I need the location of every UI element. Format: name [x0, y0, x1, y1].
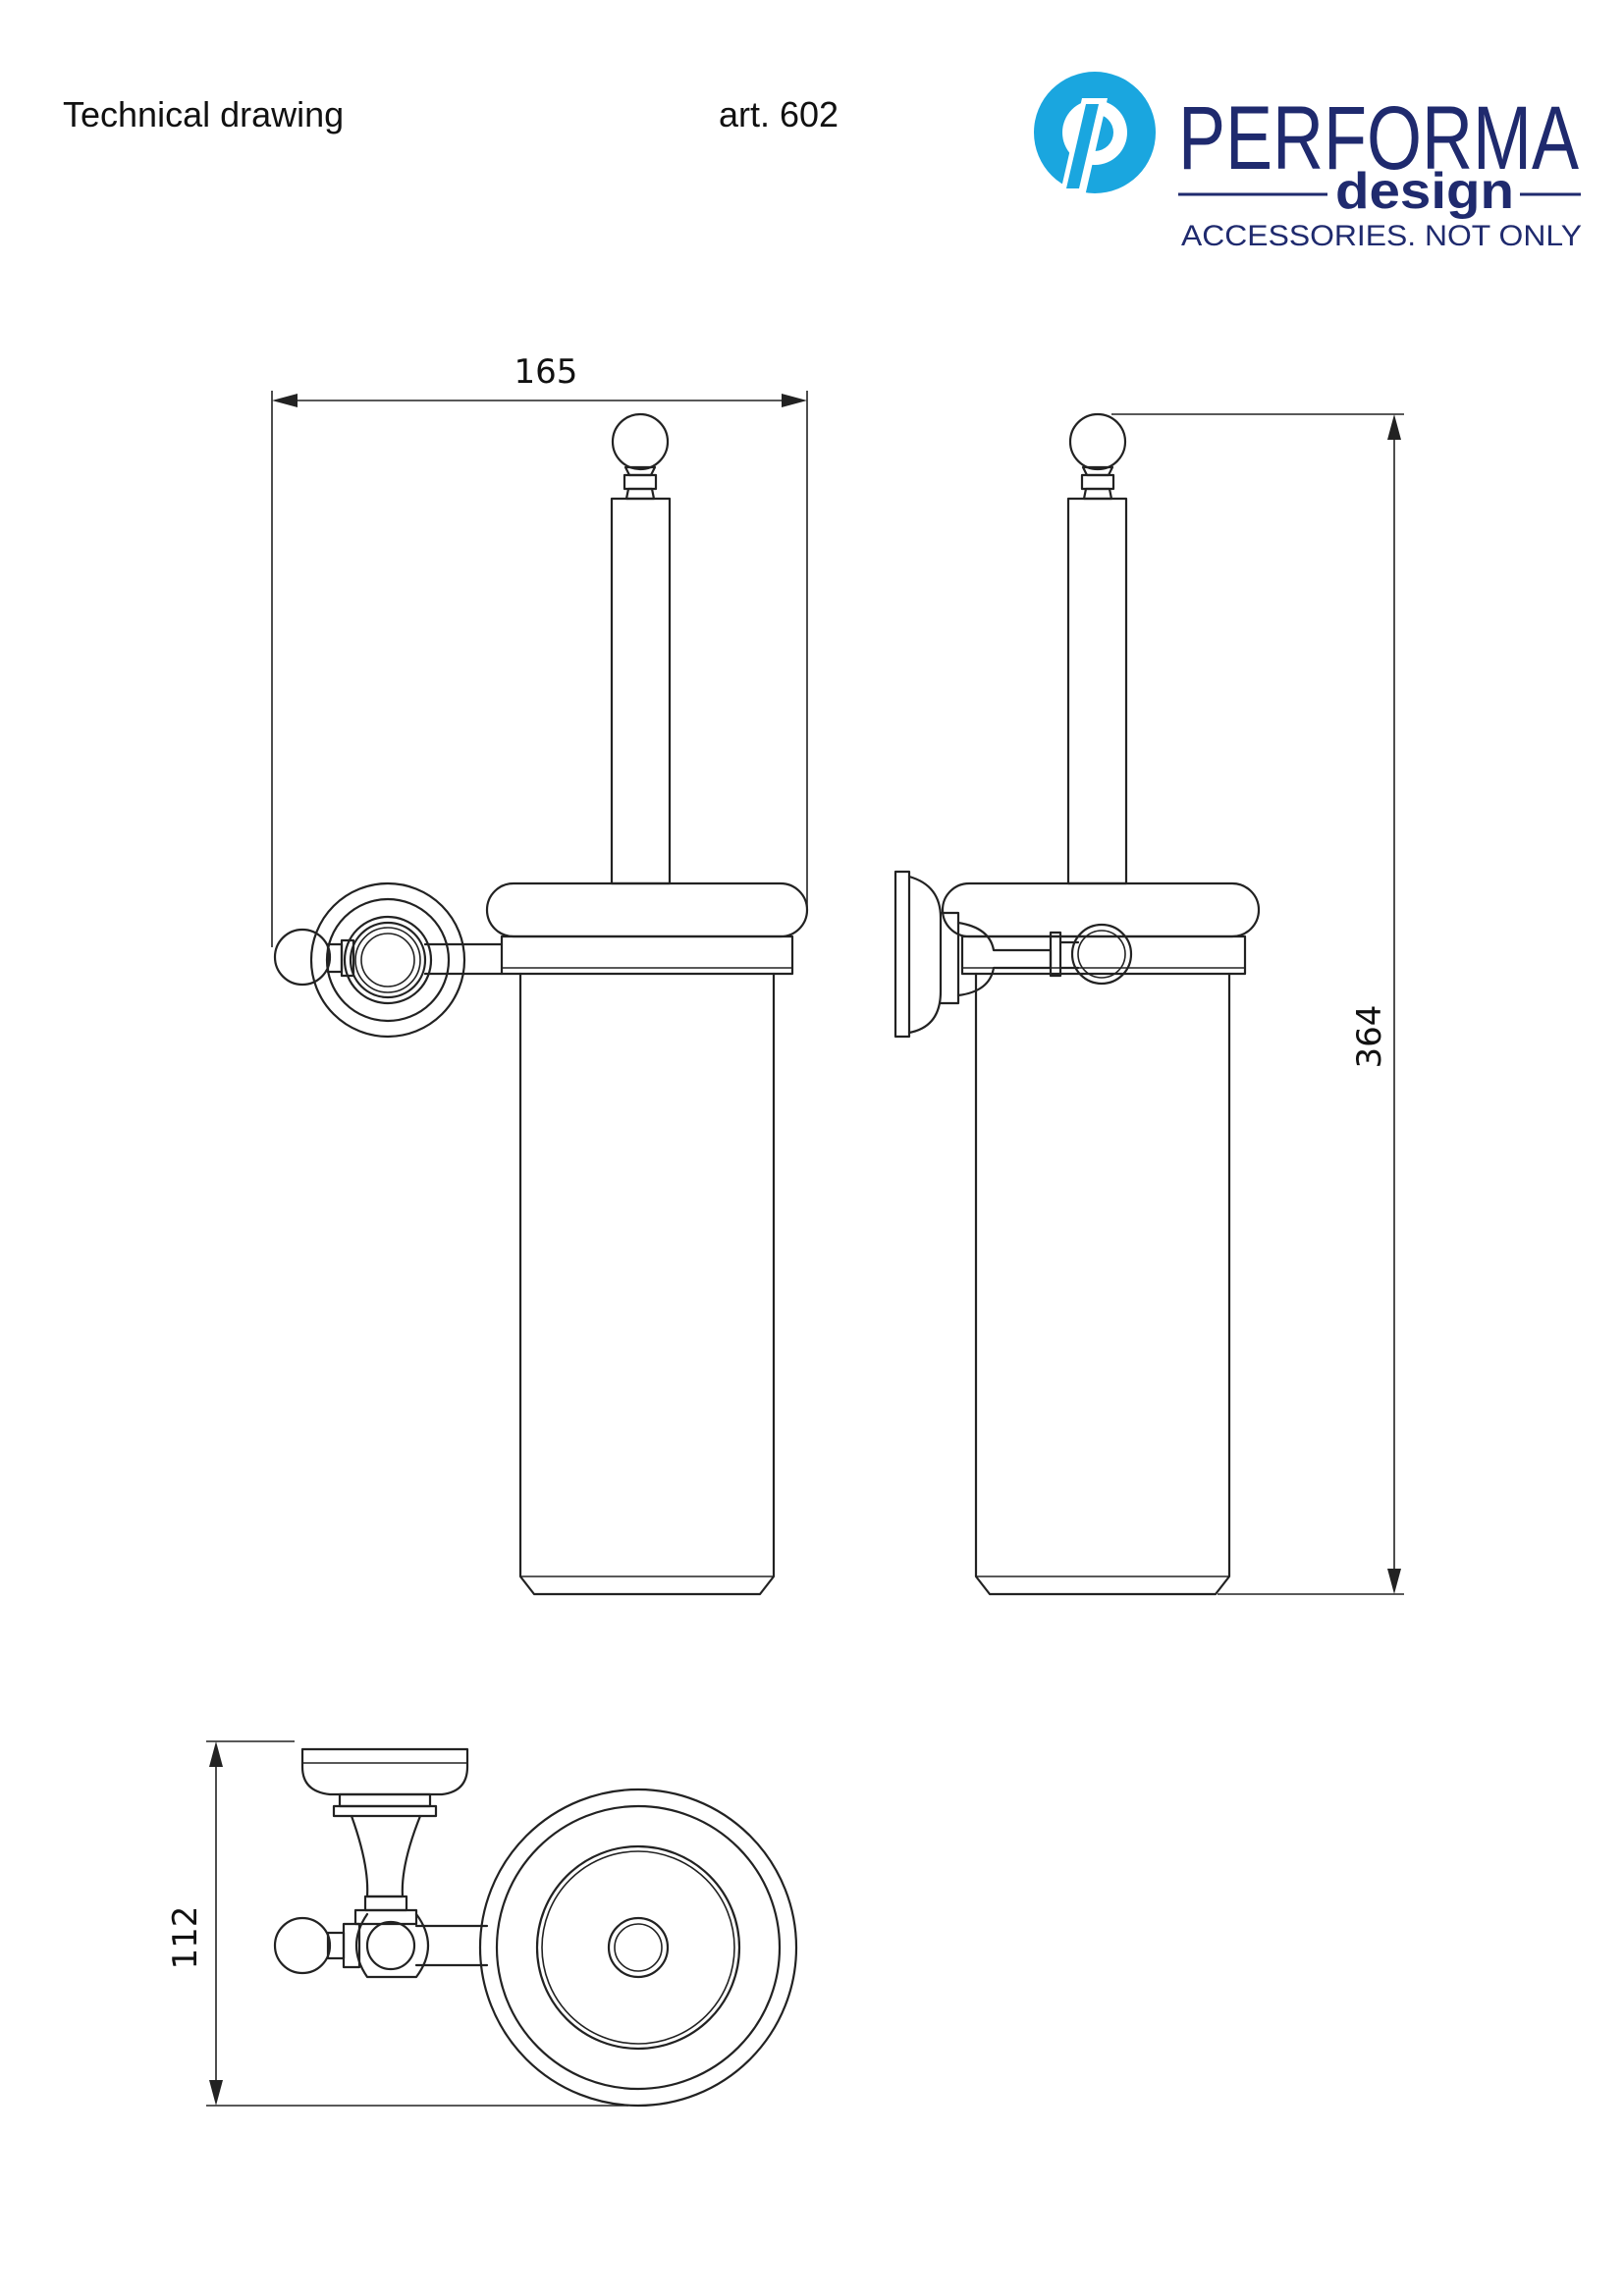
- dimension-height: 364: [1111, 413, 1404, 1595]
- top-view: [273, 1747, 798, 2108]
- dimension-width: 165: [271, 352, 808, 947]
- side-view: [893, 412, 1261, 1596]
- front-view: [273, 412, 809, 1596]
- dimension-height-label: 364: [1350, 1005, 1389, 1069]
- brand-name: PERFORMA: [1178, 88, 1579, 188]
- brand-tagline: ACCESSORIES. NOT ONLY: [1181, 220, 1582, 252]
- article-number: art. 602: [719, 94, 839, 134]
- dimension-depth: 112: [166, 1740, 628, 2107]
- brand-sub: design: [1335, 163, 1514, 220]
- performa-p-circle-icon: [1034, 72, 1156, 196]
- page-title: Technical drawing: [63, 94, 345, 134]
- dimension-width-label: 165: [514, 352, 578, 392]
- dimension-depth-label: 112: [166, 1906, 205, 1970]
- brand-logo: PERFORMA design ACCESSORIES. NOT ONLY: [1034, 72, 1582, 252]
